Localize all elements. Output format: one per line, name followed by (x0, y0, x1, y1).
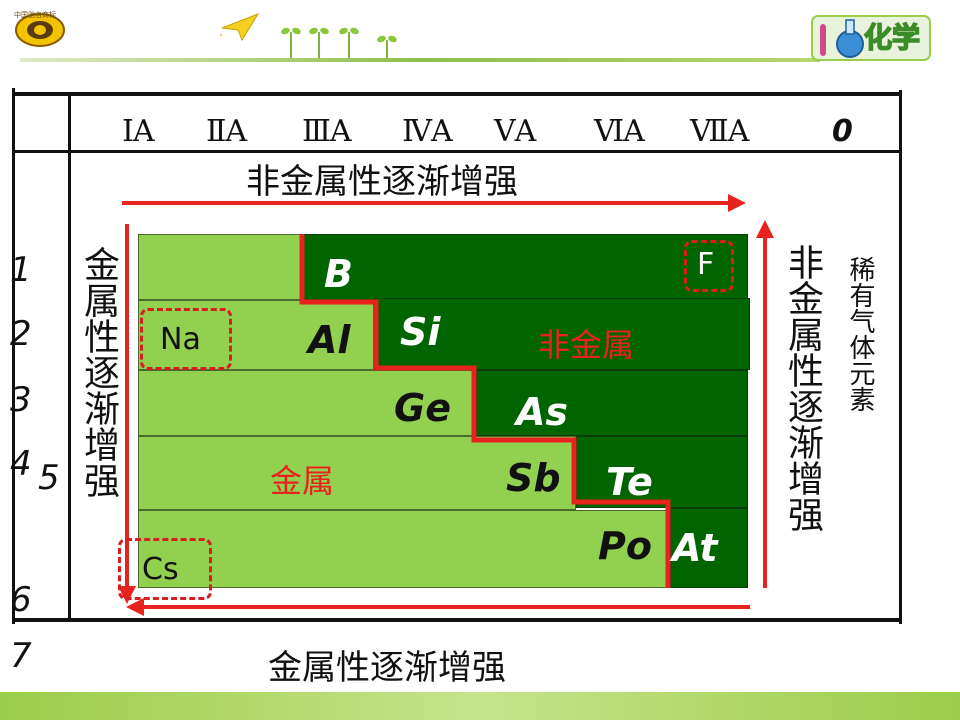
element-F: F (697, 247, 715, 282)
metal-block-row1 (138, 234, 302, 300)
highlight-box-Cs (118, 538, 212, 600)
nonmetal-block-row5 (670, 508, 748, 588)
group-label-5: ⅤA (494, 114, 536, 149)
element-Te: Te (606, 460, 653, 504)
left-trend-arrow (118, 224, 136, 604)
frame-left-line (12, 88, 15, 624)
element-Si: Si (400, 310, 441, 354)
metal-block-row5 (138, 510, 670, 588)
metal-region-label: 金属 (270, 462, 335, 500)
nonmetal-block-row1 (302, 234, 748, 300)
group-label-0: 0 (832, 114, 853, 149)
period-label-1: 1 (10, 250, 32, 290)
period-label-3: 3 (10, 380, 32, 420)
element-Sb: Sb (506, 456, 561, 500)
group-label-4: ⅣA (402, 114, 453, 149)
footer-bar (0, 692, 960, 720)
element-B: B (324, 252, 353, 296)
bottom-trend-label: 金属性逐渐增强 (268, 648, 506, 688)
noble-gas-label: 稀有气体元素 (845, 256, 875, 412)
group-label-6: ⅥA (594, 114, 645, 149)
element-Ge: Ge (394, 386, 451, 430)
period-label-7: 7 (10, 636, 32, 676)
nonmetal-block-row4 (576, 436, 748, 508)
metal-block-row3 (138, 370, 476, 436)
highlight-box-F (684, 240, 734, 292)
period-label-4: 4 (10, 444, 32, 484)
paper-plane-icon (220, 12, 260, 42)
group-label-7: ⅦA (690, 114, 749, 149)
subject-badge: 化学 (863, 20, 921, 55)
frame-inner-line (68, 94, 71, 620)
frame-bottom-line (14, 618, 902, 622)
frame-top-line (14, 92, 902, 96)
top-trend-arrow (122, 194, 746, 212)
frame-right-line (899, 90, 902, 624)
element-Al: Al (308, 318, 351, 362)
period-label-2: 2 (10, 314, 32, 354)
sprout-icon (386, 40, 388, 58)
right-trend-label: 非金属性逐渐增强 (782, 244, 823, 532)
left-trend-label: 金属性逐渐增强 (78, 246, 119, 498)
header-divider (20, 58, 820, 62)
top-trend-label: 非金属性逐渐增强 (246, 162, 518, 202)
right-trend-arrow (756, 220, 774, 588)
flask-icon (811, 15, 931, 61)
metal-block-row4 (138, 436, 576, 510)
group-label-3: ⅢA (302, 114, 352, 149)
element-As: As (516, 390, 569, 434)
sprout-icon (348, 32, 350, 58)
element-Na: Na (160, 322, 201, 357)
nonmetal-block-row3 (476, 370, 748, 436)
group-label-2: ⅡA (206, 114, 247, 149)
nonmetal-block-row2 (374, 298, 750, 370)
sprout-icon (290, 32, 292, 58)
period-label-5: 5 (38, 458, 60, 498)
highlight-box-Na (140, 308, 232, 370)
logo-caption: 中国驰名商标 (14, 11, 56, 19)
period-label-6: 6 (10, 580, 32, 620)
element-Po: Po (598, 524, 652, 568)
sprout-icon (318, 32, 320, 58)
brand-logo (15, 13, 65, 47)
element-At: At (672, 526, 718, 570)
bottom-trend-arrow (126, 598, 750, 616)
group-label-1: ⅠA (122, 114, 155, 149)
nonmetal-region-label: 非金属 (538, 326, 635, 364)
metal-block-row2 (138, 300, 374, 370)
frame-header-line (14, 150, 902, 153)
element-Cs: Cs (142, 552, 179, 587)
